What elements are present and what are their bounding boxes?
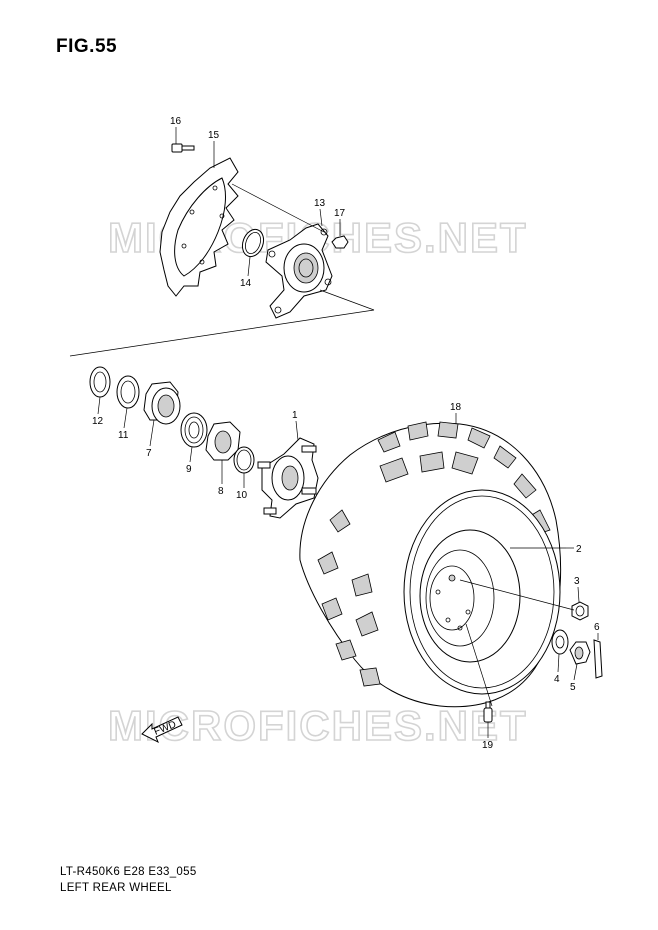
callout-8: 8 <box>218 486 224 497</box>
callout-5: 5 <box>570 682 576 693</box>
sprocket-15 <box>159 157 239 297</box>
model-code: LT-R450K6 E28 E33_055 <box>60 866 197 878</box>
figure-title: FIG.55 <box>56 36 118 57</box>
callout-19: 19 <box>482 740 494 751</box>
callout-9: 9 <box>186 464 192 475</box>
spacer-9 <box>180 412 208 448</box>
callout-18: 18 <box>450 402 462 413</box>
nut-3 <box>571 601 589 621</box>
callout-15: 15 <box>208 130 220 141</box>
callout-14: 14 <box>240 278 252 289</box>
callout-7: 7 <box>146 448 152 459</box>
nut-7 <box>143 381 181 425</box>
callout-2: 2 <box>576 544 582 555</box>
washer-4 <box>551 629 569 655</box>
bolt-16 <box>171 143 195 153</box>
sprocket-hub-13 <box>265 223 333 319</box>
callout-11: 11 <box>118 430 129 441</box>
nut-8 <box>205 421 241 461</box>
callout-4: 4 <box>554 674 560 685</box>
page-caption: LEFT REAR WHEEL <box>60 882 172 894</box>
callout-6: 6 <box>594 622 600 633</box>
castle-nut-5 <box>569 641 591 665</box>
wheel-hub-1 <box>257 437 319 519</box>
nut-17 <box>331 235 349 249</box>
callout-17: 17 <box>334 208 346 219</box>
callout-10: 10 <box>236 490 248 501</box>
washer-11 <box>116 375 140 409</box>
callout-1: 1 <box>292 410 298 421</box>
rim-2 <box>403 489 561 695</box>
callout-12: 12 <box>92 416 104 427</box>
callout-13: 13 <box>314 198 326 209</box>
o-ring-14 <box>241 228 265 258</box>
callout-16: 16 <box>170 116 182 127</box>
cotter-pin-6 <box>593 639 603 679</box>
callout-3: 3 <box>574 576 580 587</box>
shim-12 <box>89 366 111 398</box>
